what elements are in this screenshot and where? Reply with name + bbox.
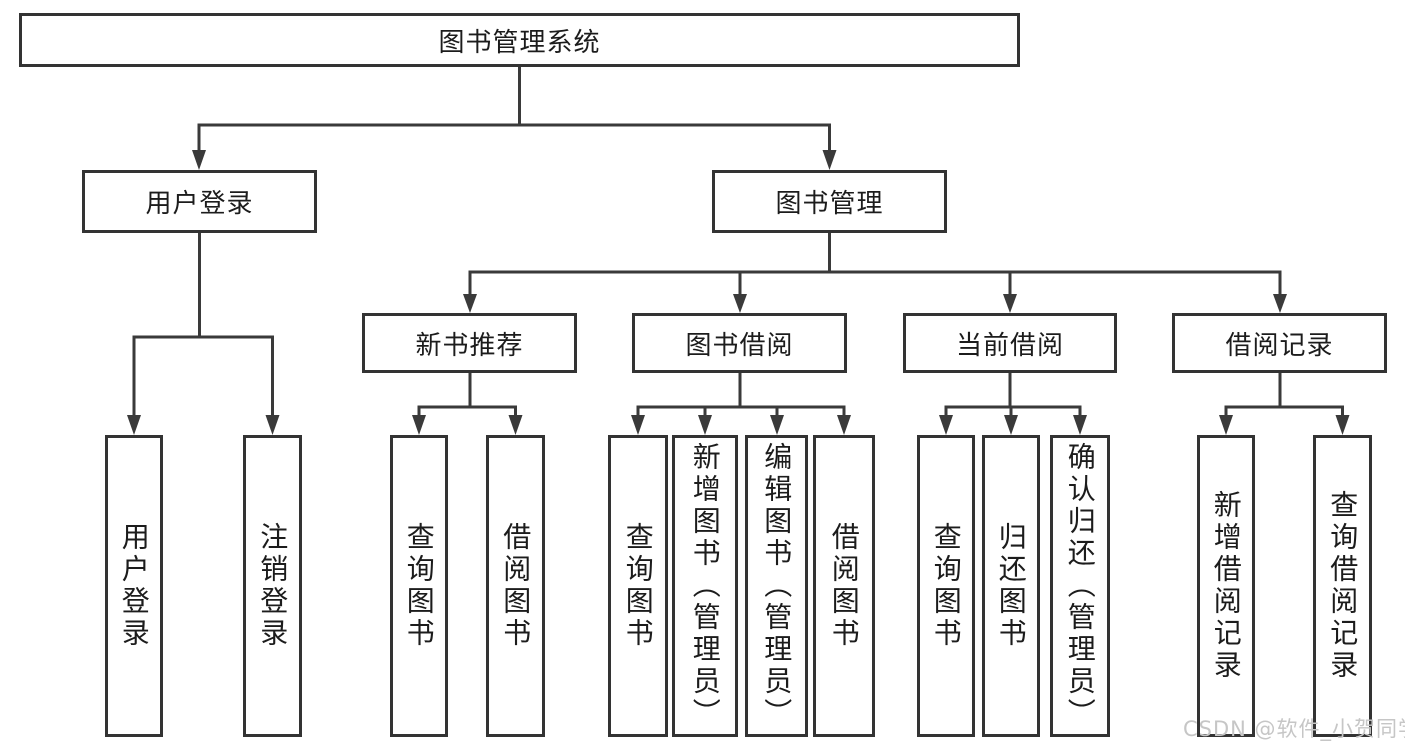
arrow-down-icon [939, 415, 953, 435]
arrow-down-icon [412, 415, 426, 435]
node-book-management-branch: 图书管理 [712, 170, 947, 233]
connector-book-borrowing-to-leaves [631, 373, 851, 435]
arrow-down-icon [1004, 415, 1018, 435]
arrow-down-icon [631, 415, 645, 435]
node-label: 借阅图书 [827, 522, 861, 650]
node-label: 注销登录 [256, 522, 290, 650]
leaf-logout: 注销登录 [243, 435, 302, 737]
leaf-bb-edit-books-admin: 编辑图书（管理员） [745, 435, 808, 737]
node-label: 图书借阅 [685, 330, 794, 361]
node-label: 查询图书 [402, 522, 436, 650]
arrow-down-icon [508, 415, 523, 435]
arrow-down-icon [770, 415, 784, 435]
leaf-bb-add-books-admin: 新增图书（管理员） [672, 435, 738, 737]
node-label: 查询借阅记录 [1326, 490, 1360, 682]
node-label: 借阅图书 [499, 522, 533, 650]
node-label: 当前借阅 [955, 330, 1064, 361]
leaf-br-add-record: 新增借阅记录 [1197, 435, 1255, 737]
arrow-down-icon [1273, 294, 1287, 313]
node-label: 借阅记录 [1225, 330, 1334, 361]
node-label: 新增借阅记录 [1209, 490, 1243, 682]
node-label: 查询图书 [929, 522, 963, 650]
node-book-borrowing: 图书借阅 [632, 313, 847, 373]
leaf-bb-borrow-books: 借阅图书 [813, 435, 875, 737]
node-label: 新增图书（管理员） [688, 442, 722, 730]
leaf-nbr-borrow-books: 借阅图书 [486, 435, 545, 737]
csdn-watermark: CSDN @软件_小贺同学 [1183, 717, 1405, 741]
node-label: 图书管理 [775, 189, 884, 219]
arrow-down-icon [733, 294, 747, 313]
connector-book-management-to-level3 [463, 233, 1287, 313]
leaf-user-login: 用户登录 [105, 435, 163, 737]
arrow-down-icon [1003, 294, 1017, 313]
arrow-down-icon [1335, 415, 1350, 435]
node-borrowing-records: 借阅记录 [1172, 313, 1387, 373]
arrow-down-icon [463, 294, 477, 313]
leaf-br-query-record: 查询借阅记录 [1313, 435, 1372, 737]
node-label: 编辑图书（管理员） [760, 442, 794, 730]
leaf-nbr-query-books: 查询图书 [390, 435, 448, 737]
connector-user-login-to-leaves [127, 233, 280, 435]
connector-borrowing-records-to-leaves [1219, 373, 1350, 435]
connector-root-to-level2 [192, 67, 837, 170]
leaf-cb-query-books: 查询图书 [917, 435, 975, 737]
arrow-down-icon [192, 150, 206, 170]
node-label: 新书推荐 [415, 330, 524, 361]
arrow-down-icon [265, 415, 280, 435]
arrow-down-icon [837, 415, 851, 435]
connector-current-borrowing-to-leaves [939, 373, 1087, 435]
node-label: 用户登录 [117, 522, 151, 650]
node-current-borrowing: 当前借阅 [903, 313, 1117, 373]
arrow-down-icon [822, 150, 837, 170]
node-user-login-branch: 用户登录 [82, 170, 317, 233]
arrow-down-icon [1219, 415, 1233, 435]
node-label: 图书管理系统 [438, 27, 601, 58]
leaf-cb-confirm-return-admin: 确认归还（管理员） [1050, 435, 1110, 737]
arrow-down-icon [698, 415, 712, 435]
node-label: 归还图书 [994, 522, 1028, 650]
node-label: 确认归还（管理员） [1063, 442, 1097, 730]
node-label: 用户登录 [145, 189, 254, 219]
node-new-book-recommendation: 新书推荐 [362, 313, 577, 373]
arrow-down-icon [1073, 415, 1087, 435]
leaf-cb-return-books: 归还图书 [982, 435, 1040, 737]
connector-new-book-rec-to-leaves [412, 373, 523, 435]
leaf-bb-query-books: 查询图书 [608, 435, 668, 737]
node-label: 查询图书 [621, 522, 655, 650]
arrow-down-icon [127, 415, 141, 435]
node-library-management-system: 图书管理系统 [19, 13, 1020, 67]
